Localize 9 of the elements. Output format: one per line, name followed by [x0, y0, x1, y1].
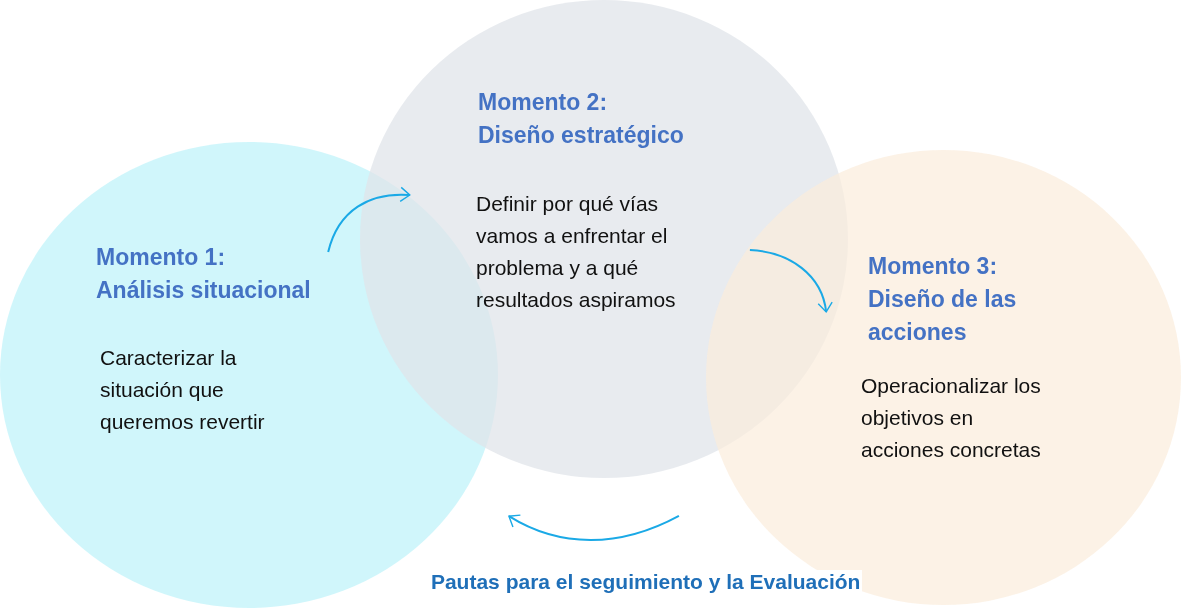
description: Operacionalizar los objetivos en acciones concretas: [861, 373, 1042, 463]
heading: Momento 1: Análisis situacional: [96, 243, 312, 305]
heading: Momento 3: Diseño de las acciones: [868, 252, 1018, 347]
curved-arrow: [507, 513, 680, 541]
heading: Momento 2: Diseño estratégico: [478, 88, 685, 150]
description: Caracterizar la situación que queremos revertir: [100, 345, 266, 435]
description: Definir por qué vías vamos a enfrentar el problema y a qué resultados aspiramos: [476, 191, 677, 313]
curved-arrow: [748, 249, 833, 313]
curved-arrow: [327, 187, 411, 253]
